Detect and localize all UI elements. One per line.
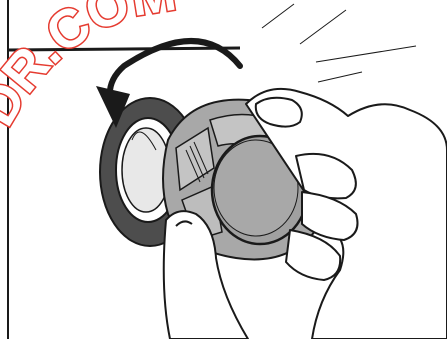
instruction-illustration: DR.COM [0, 0, 447, 339]
